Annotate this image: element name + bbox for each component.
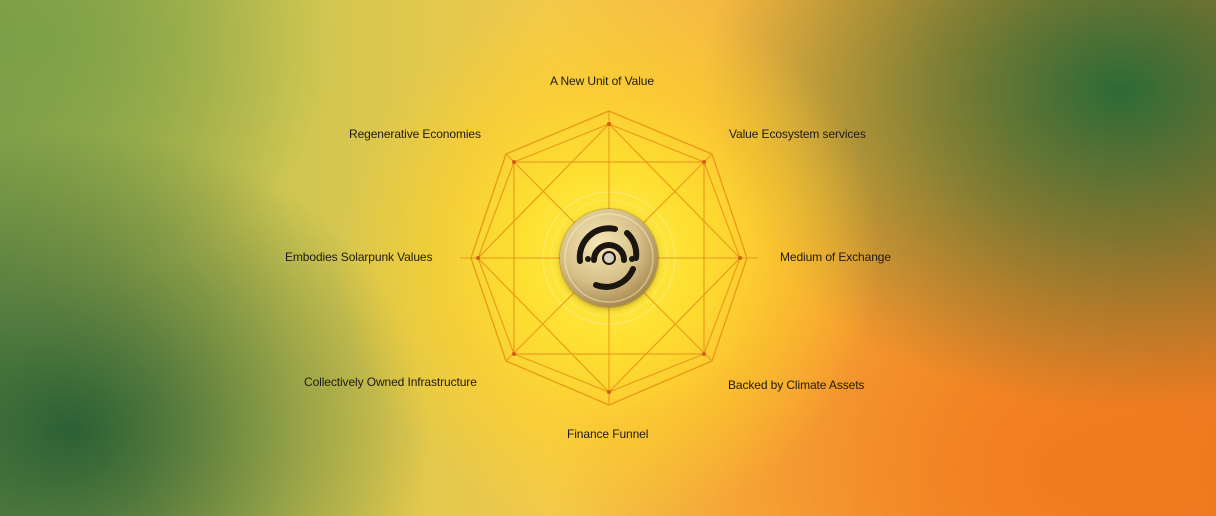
solarpunk-coin-icon	[560, 209, 658, 307]
label-left: Embodies Solarpunk Values	[285, 250, 433, 264]
label-bottom: Finance Funnel	[567, 427, 649, 441]
node-right	[738, 256, 742, 260]
node-bottom-left	[512, 352, 516, 356]
node-top-right	[702, 160, 706, 164]
coin-emblem-icon	[564, 213, 654, 303]
node-top	[607, 122, 611, 126]
label-bottom-right: Backed by Climate Assets	[728, 378, 865, 392]
label-top-left: Regenerative Economies	[349, 127, 481, 141]
node-bottom-right	[702, 352, 706, 356]
node-bottom	[607, 390, 611, 394]
label-right: Medium of Exchange	[780, 250, 891, 264]
node-left	[476, 256, 480, 260]
label-top-right: Value Ecosystem services	[729, 127, 866, 141]
label-bottom-left: Collectively Owned Infrastructure	[304, 375, 477, 389]
label-top: A New Unit of Value	[550, 74, 654, 88]
node-top-left	[512, 160, 516, 164]
